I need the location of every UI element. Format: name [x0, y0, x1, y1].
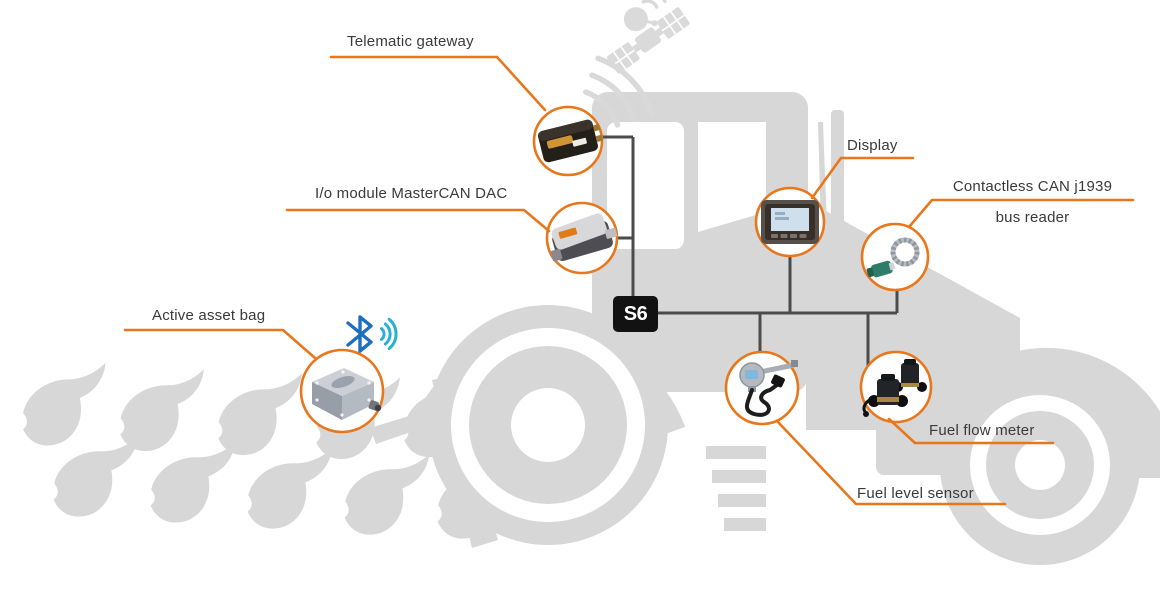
- device-circle-active-asset-bag: [299, 348, 385, 434]
- callout-lines: [123, 55, 1135, 506]
- fuel-flow-meter-device: [862, 359, 927, 417]
- callout-active-asset-bag: [123, 328, 317, 360]
- callout-display: [810, 156, 915, 200]
- callout-fuel-flow-meter: [887, 417, 1055, 445]
- fuel-level-sensor-device: [739, 360, 798, 417]
- device-circle-telematic-gateway: [532, 105, 604, 177]
- tractor-silhouette: [410, 92, 1160, 565]
- device-circles: [299, 105, 933, 434]
- callout-telematic-gateway: [329, 55, 547, 112]
- bluetooth-icon: [346, 315, 373, 353]
- label-display: Display: [847, 137, 898, 154]
- rear-wheel: [428, 305, 668, 545]
- label-telematic-gateway: Telematic gateway: [347, 33, 474, 50]
- exhaust-pipe: [831, 110, 844, 245]
- callout-io-module: [285, 208, 551, 233]
- cab-window-left: [607, 122, 684, 249]
- mirror-arm: [818, 122, 827, 228]
- device-circle-fuel-flow-meter: [859, 350, 933, 424]
- label-io-module: I/o module MasterCAN DAC: [315, 185, 508, 202]
- hood: [806, 200, 1020, 430]
- can-reader-device: [866, 237, 920, 278]
- callout-fuel-level-sensor: [775, 419, 1007, 506]
- front-wheel: [940, 365, 1140, 565]
- callout-can-reader: [907, 198, 1135, 229]
- device-circle-can-reader: [860, 222, 930, 292]
- io-module-device: [550, 213, 618, 262]
- display-device: [761, 200, 819, 244]
- label-active-asset-bag: Active asset bag: [152, 307, 266, 324]
- wire-connections: [602, 135, 899, 366]
- bluetooth-waves-icon: [380, 317, 398, 351]
- device-circle-io-module: [545, 201, 619, 275]
- cab-steps: [706, 446, 766, 531]
- gsm-signal-waves-icon: [583, 55, 655, 128]
- telematic-gateway-device: [538, 119, 603, 163]
- label-fuel-level-sensor: Fuel level sensor: [857, 485, 974, 502]
- device-circle-fuel-level-sensor: [724, 350, 800, 426]
- active-asset-bag-device: [312, 368, 382, 420]
- device-circle-display: [754, 186, 826, 258]
- hub-badge: S6: [613, 296, 658, 332]
- label-can-reader: Contactless CAN j1939 bus reader: [932, 178, 1133, 227]
- label-can-reader-line1: Contactless CAN j1939: [952, 178, 1113, 195]
- label-fuel-flow-meter: Fuel flow meter: [929, 422, 1035, 439]
- label-can-reader-line2: bus reader: [995, 209, 1070, 226]
- cab-window-right: [698, 122, 766, 232]
